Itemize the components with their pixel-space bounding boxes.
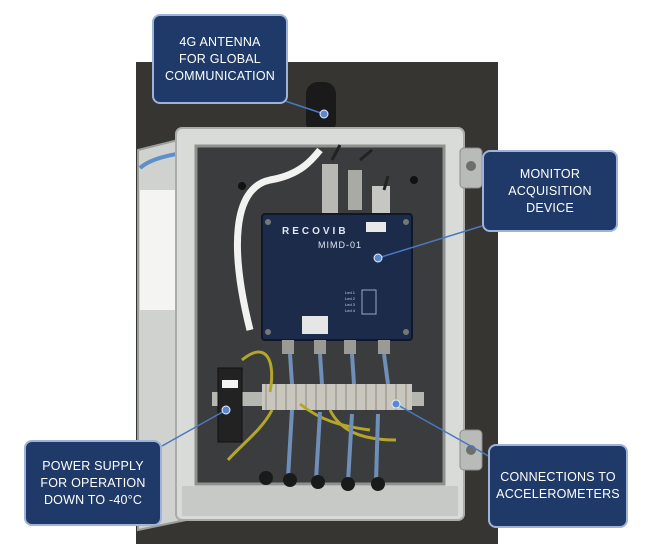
antenna-callout-line: 4G ANTENNA — [179, 34, 261, 49]
device-led-label: Led 3 — [345, 302, 356, 307]
power-supply-callout-line: FOR OPERATION — [40, 475, 146, 490]
antenna-callout-line: FOR GLOBAL — [179, 51, 261, 66]
power-supply-unit — [217, 367, 243, 443]
connections-callout-line: CONNECTIONS TO — [500, 470, 616, 484]
connections-callout-line: ACCELEROMETERS — [496, 487, 620, 501]
antenna-callout-line: COMMUNICATION — [165, 68, 275, 83]
power-supply-callout-line: DOWN TO -40°C — [43, 492, 143, 507]
device-led-label: Led 2 — [345, 296, 356, 301]
monitor-leader-line — [377, 225, 483, 259]
connections-leader-line — [395, 403, 493, 459]
monitor-callout-line: MONITOR — [519, 166, 581, 181]
monitor-callout-line: ACQUISITION — [508, 183, 592, 198]
antenna-leader-line — [281, 99, 325, 115]
power-leader-line — [161, 409, 227, 447]
power-supply-callout: POWER SUPPLY FOR OPERATION DOWN TO -40°C — [24, 440, 162, 526]
device-brand: RECOVIB — [282, 226, 349, 237]
monitor-callout-line: DEVICE — [526, 200, 574, 215]
device-model: MIMD-01 — [318, 240, 363, 250]
acquisition-device — [261, 213, 413, 341]
antenna-callout: 4G ANTENNA FOR GLOBAL COMMUNICATION — [152, 14, 288, 104]
antenna — [306, 82, 336, 134]
device-led-list: Led 1 Led 2 Led 3 Led 4 — [345, 290, 355, 314]
power-supply-callout-line: POWER SUPPLY — [42, 458, 144, 473]
connections-callout: CONNECTIONS TO ACCELEROMETERS — [488, 444, 628, 528]
device-led-label: Led 4 — [345, 308, 356, 313]
monitor-callout: MONITOR ACQUISITION DEVICE — [482, 150, 618, 232]
device-led-label: Led 1 — [345, 290, 356, 295]
